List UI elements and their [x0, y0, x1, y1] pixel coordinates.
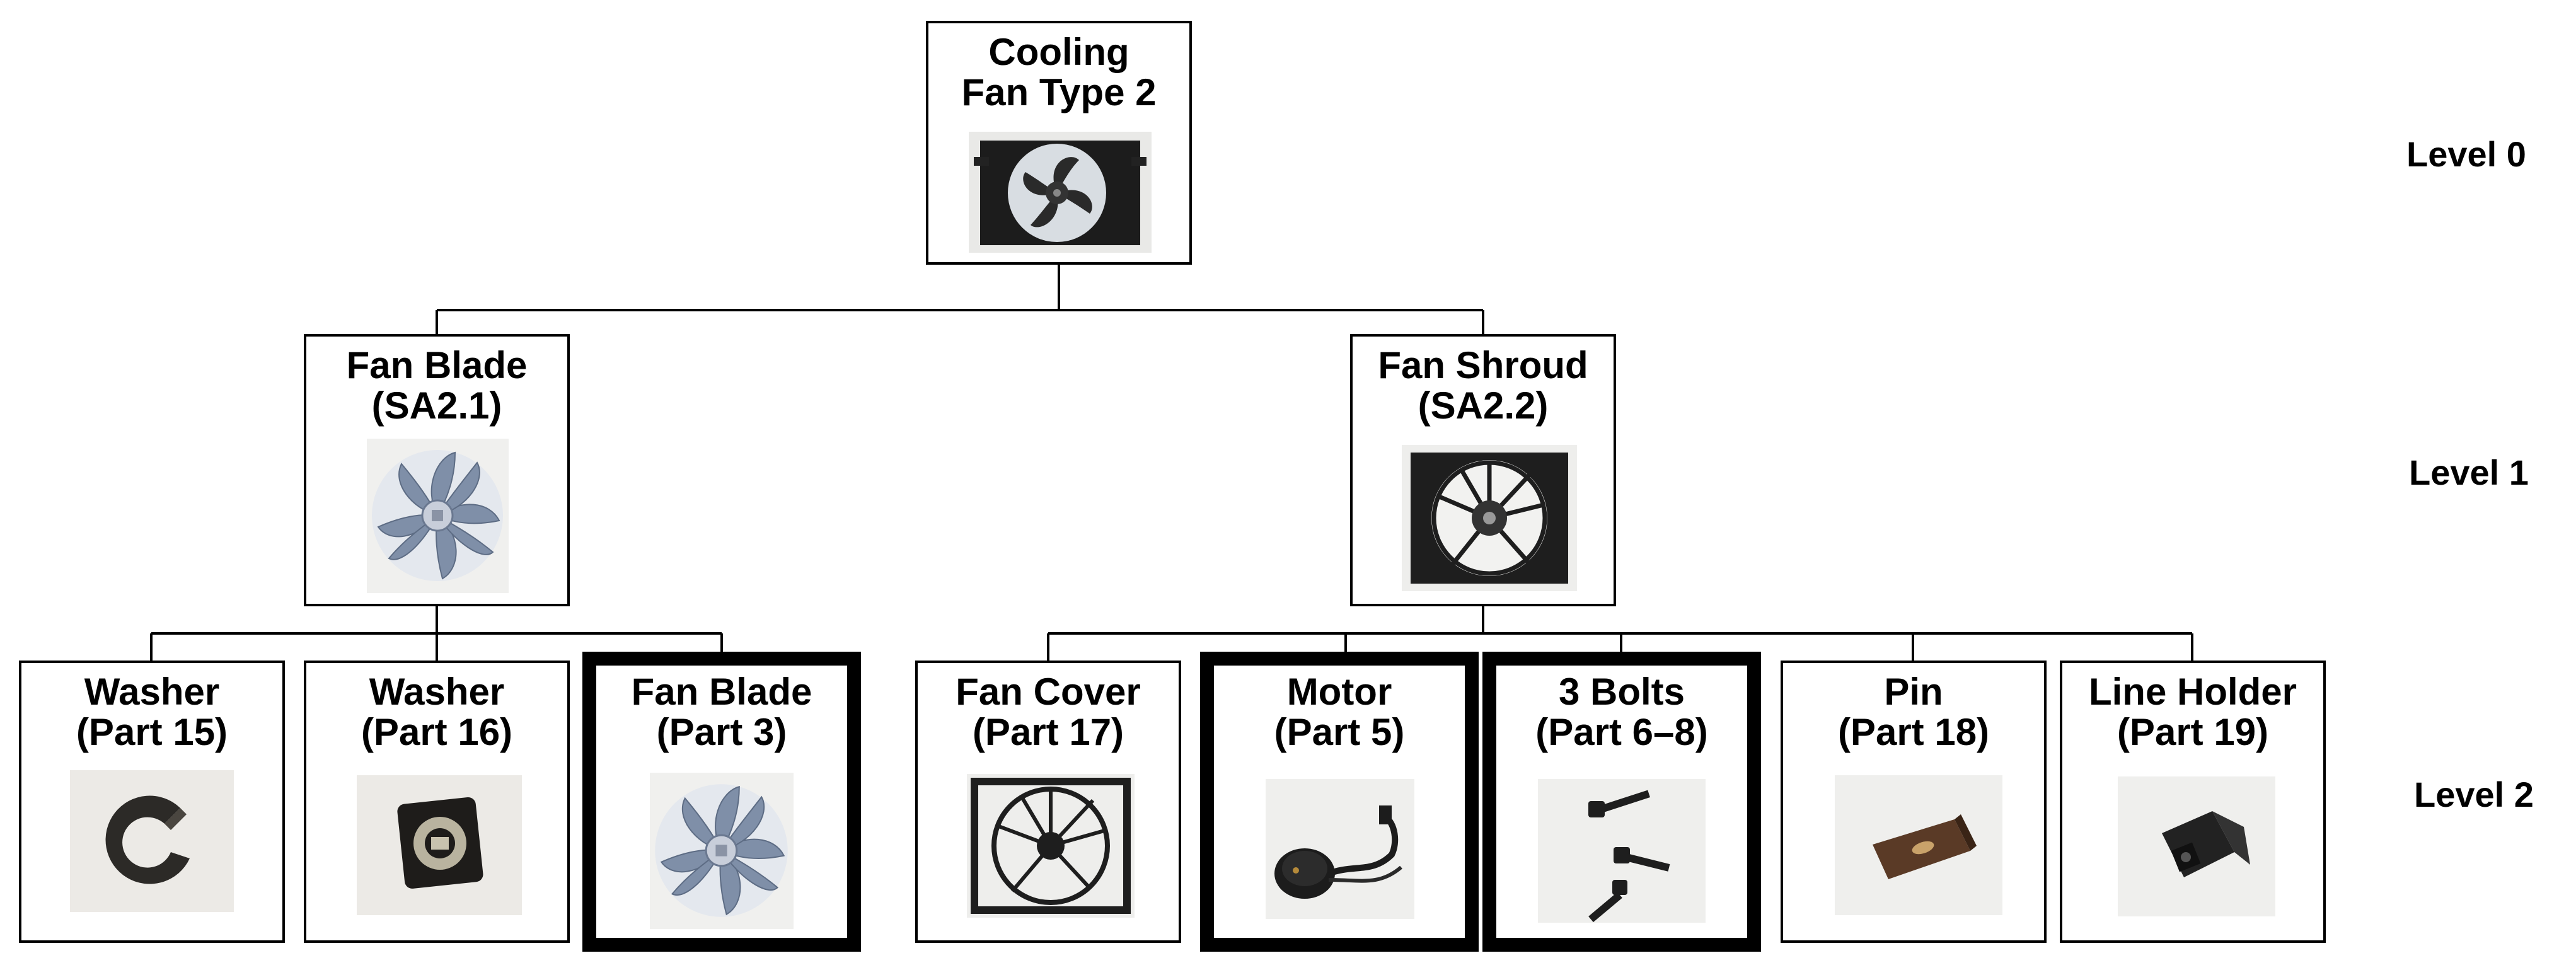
- cooling-fan-assembly-image: [969, 132, 1152, 253]
- node-title-line1: Cooling: [988, 31, 1129, 73]
- node-title-line1: 3 Bolts: [1558, 671, 1685, 713]
- washer-c-clip-image: [70, 770, 234, 912]
- node-title-line1: Fan Blade: [631, 671, 812, 713]
- node-title-line2: Fan Type 2: [961, 71, 1157, 113]
- node-title-line2: (Part 19): [2117, 711, 2269, 753]
- motor-image: [1266, 779, 1414, 919]
- line-holder-image: [2118, 776, 2275, 916]
- fan-blade-image: [367, 439, 509, 593]
- node-title-line1: Washer: [84, 671, 220, 713]
- node-title-line1: Pin: [1884, 671, 1943, 713]
- node-motor-part-5: Motor (Part 5): [1200, 652, 1479, 952]
- node-title: Fan Blade (Part 3): [596, 672, 847, 753]
- node-title-line2: (Part 18): [1837, 711, 1990, 753]
- node-title: Pin (Part 18): [1783, 672, 2044, 753]
- node-pin-part-18: Pin (Part 18): [1781, 661, 2047, 943]
- node-title: Fan Blade (SA2.1): [306, 345, 567, 426]
- washer-square-image: [357, 775, 522, 915]
- node-title-line2: (Part 17): [972, 711, 1124, 753]
- node-title-line1: Fan Cover: [956, 671, 1141, 713]
- fan-cover-image: [967, 774, 1135, 918]
- fan-shroud-image: [1402, 445, 1577, 591]
- node-title-line2: (SA2.2): [1418, 384, 1549, 427]
- node-fan-blade-sa2-1: Fan Blade (SA2.1): [304, 334, 570, 606]
- node-title: Fan Cover (Part 17): [918, 672, 1179, 753]
- node-title: Washer (Part 16): [306, 672, 567, 753]
- level-1-label: Level 1: [2409, 453, 2529, 492]
- level-2-label: Level 2: [2414, 775, 2534, 814]
- node-title-line1: Fan Blade: [346, 344, 528, 386]
- fan-blade-image: [650, 773, 794, 929]
- node-title-line1: Line Holder: [2088, 671, 2297, 713]
- node-title-line2: (Part 6–8): [1535, 711, 1708, 753]
- node-washer-part-15: Washer (Part 15): [19, 661, 285, 943]
- node-title: Fan Shroud (SA2.2): [1353, 345, 1614, 426]
- node-title: Cooling Fan Type 2: [928, 32, 1189, 113]
- node-title: 3 Bolts (Part 6–8): [1496, 672, 1747, 753]
- node-title-line1: Motor: [1286, 671, 1392, 713]
- node-line-holder-part-19: Line Holder (Part 19): [2060, 661, 2326, 943]
- node-title: Washer (Part 15): [21, 672, 282, 753]
- node-title: Motor (Part 5): [1214, 672, 1465, 753]
- node-cooling-fan-type-2: Cooling Fan Type 2: [926, 21, 1192, 265]
- node-title-line2: (Part 15): [76, 711, 228, 753]
- node-washer-part-16: Washer (Part 16): [304, 661, 570, 943]
- level-0-label: Level 0: [2406, 134, 2526, 174]
- node-title: Line Holder (Part 19): [2062, 672, 2323, 753]
- node-title-line2: (Part 3): [656, 711, 787, 753]
- node-3-bolts-part-6-8: 3 Bolts (Part 6–8): [1482, 652, 1761, 952]
- node-fan-shroud-sa2-2: Fan Shroud (SA2.2): [1350, 334, 1616, 606]
- node-title-line2: (SA2.1): [371, 384, 502, 427]
- pin-image: [1835, 775, 2002, 915]
- node-title-line2: (Part 16): [361, 711, 513, 753]
- bolts-image: [1538, 779, 1706, 923]
- node-title-line2: (Part 5): [1274, 711, 1405, 753]
- node-fan-blade-part-3: Fan Blade (Part 3): [582, 652, 861, 952]
- node-fan-cover-part-17: Fan Cover (Part 17): [915, 661, 1181, 943]
- node-title-line1: Washer: [369, 671, 505, 713]
- node-title-line1: Fan Shroud: [1378, 344, 1588, 386]
